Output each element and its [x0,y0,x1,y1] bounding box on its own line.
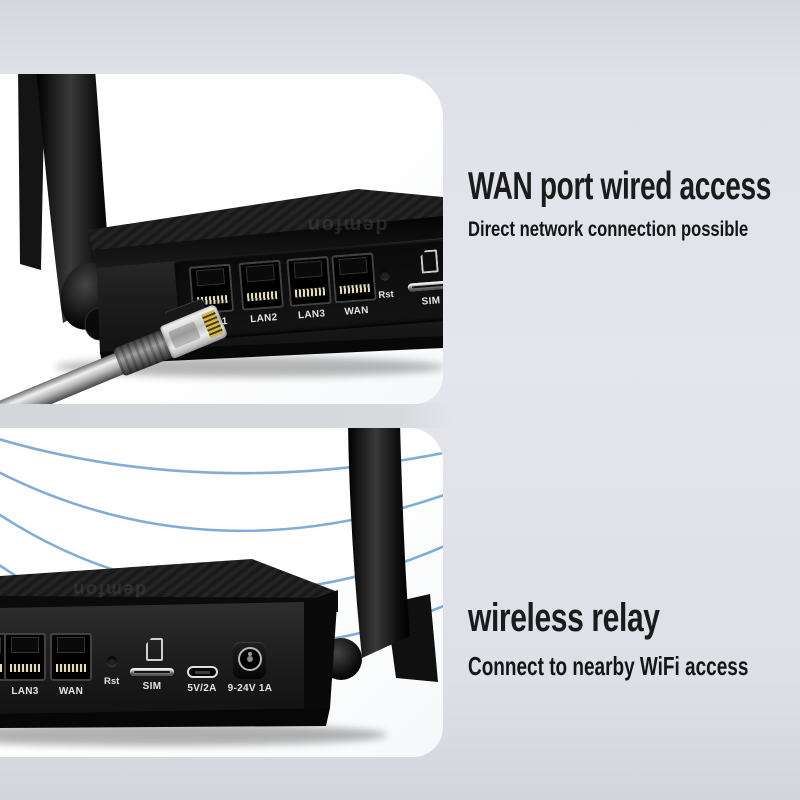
router-photo-wired [18,74,443,377]
antenna-right-icon [348,428,410,658]
subtitle-wired: Direct network connection possible [468,218,749,241]
port-label-lan3: LAN3 [297,308,326,322]
wan-port [331,252,377,304]
micro-usb-port [187,666,218,678]
reset-label: Rst [104,676,120,687]
subtitle-relay: Connect to nearby WiFi access [468,651,749,681]
brand-logo: demfon [72,580,146,600]
power-label: 9-24V 1A [227,683,273,694]
sim-label: SIM [142,681,162,692]
port-label-lan3: LAN3 [11,686,39,697]
reset-button [379,269,391,280]
sim-card-icon [420,249,439,273]
sim-card-icon [146,638,163,661]
lan3-port [286,255,332,308]
lan2-port [238,259,285,311]
reset-label: Rst [377,288,395,302]
port-label-wan: WAN [58,686,84,697]
reset-button [107,656,117,666]
photo-card-wired: demfon LAN1 LAN2 LAN3 WAN Rst SIM [0,74,443,404]
lan3-port [4,633,46,681]
brand-logo: demfon [306,214,388,236]
sim-slot [130,668,174,676]
headline-wired: WAN port wired access [468,165,771,208]
port-label-wan: WAN [344,304,370,318]
dc-power-jack [233,642,266,679]
headline-relay: wireless relay [468,596,660,640]
section-divider [0,403,452,428]
wan-port [50,633,92,681]
sim-slot [407,279,443,292]
port-panel: LAN3 WAN Rst SIM 5V/2A 9-24V 1A [0,624,443,710]
port-label-lan2: LAN2 [249,312,278,326]
usb-label: 5V/2A [187,683,217,694]
photo-card-relay: demfon LAN3 WAN Rst SIM 5V/2A 9-24V 1A [0,428,443,757]
sim-label: SIM [421,295,441,308]
